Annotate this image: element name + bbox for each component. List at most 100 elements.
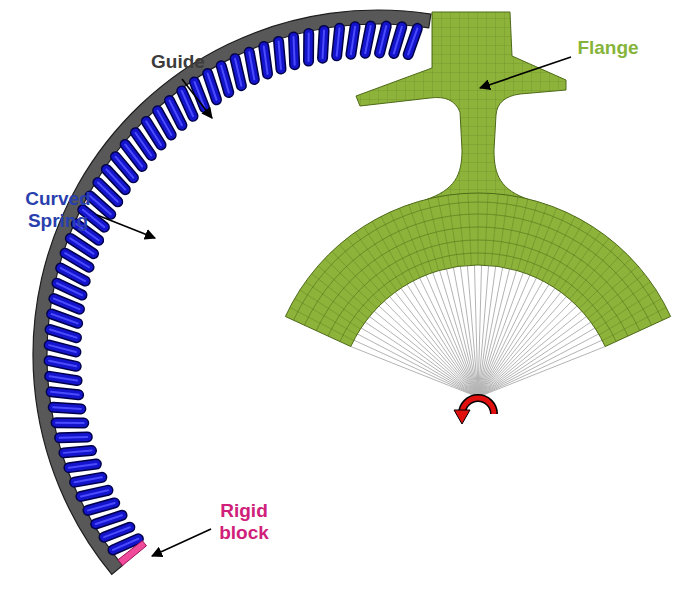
spring-coil — [351, 27, 355, 54]
mesh-line — [458, 194, 465, 266]
leader-arrow — [97, 215, 155, 238]
mesh-line — [364, 227, 403, 288]
spring-coil — [115, 157, 133, 178]
spring-coil — [351, 27, 355, 54]
spring-coil — [50, 376, 77, 380]
spring-coil — [49, 361, 76, 367]
mesh-line — [602, 307, 666, 340]
spring-coil — [380, 26, 387, 53]
leader-arrow — [480, 57, 571, 88]
spring-coil — [249, 52, 254, 79]
spring-coil — [337, 28, 340, 56]
hub-line — [420, 278, 478, 397]
spring-coil — [61, 268, 86, 281]
hub-line — [467, 265, 478, 397]
spring-coil — [69, 464, 96, 468]
rigid-block — [118, 541, 146, 566]
hub-line — [401, 288, 478, 397]
mesh-line — [340, 253, 616, 342]
spring-coil — [104, 527, 130, 537]
spring-coil — [53, 407, 81, 409]
spring-coil — [208, 74, 217, 100]
leader-arrow — [152, 529, 211, 556]
spring-coil — [57, 283, 82, 295]
spring-coil — [249, 52, 254, 79]
hub-line — [439, 270, 478, 397]
spring-coil — [104, 527, 130, 537]
spring-coil — [135, 133, 151, 156]
spring-coil — [75, 477, 102, 482]
hub-line — [478, 301, 572, 397]
part-label: Guide — [138, 51, 218, 73]
spring-coil — [54, 299, 80, 310]
spring-coil — [69, 464, 96, 468]
hub-line — [478, 278, 536, 397]
spring-coil — [98, 182, 118, 201]
guide — [33, 10, 431, 574]
spring-coil — [323, 30, 325, 58]
spring-coil — [61, 268, 86, 281]
mesh-line — [409, 205, 433, 273]
hub-line — [478, 311, 582, 397]
mesh-line — [524, 205, 548, 273]
hub-line — [354, 340, 478, 397]
mesh-line — [355, 232, 397, 291]
spring-coil — [75, 477, 102, 482]
spring-coil — [52, 314, 78, 323]
mesh-line — [304, 214, 651, 325]
spring-coil — [194, 82, 204, 108]
spring-coil — [294, 37, 295, 65]
spring-coil — [52, 314, 78, 323]
hub-line — [478, 340, 602, 397]
spring-coil — [208, 74, 217, 100]
hub-line — [390, 296, 478, 397]
spring-coil — [98, 182, 118, 201]
hub-line — [413, 281, 478, 397]
mesh-line — [290, 307, 354, 340]
rotation-arrowhead — [454, 410, 470, 424]
spring-coil — [158, 111, 172, 135]
mesh-line — [381, 216, 414, 280]
mesh-line — [596, 290, 656, 329]
hub-line — [478, 284, 549, 397]
spring-coil — [294, 37, 295, 65]
mesh-line — [485, 193, 488, 265]
mesh-line — [592, 282, 651, 324]
spring-coil — [70, 238, 93, 253]
spring-coil — [52, 314, 78, 323]
spring-coil — [54, 299, 80, 310]
spring-coil — [90, 196, 111, 214]
spring-coil — [90, 196, 111, 214]
hub-line — [478, 306, 577, 397]
spring-coil — [75, 477, 102, 482]
spring-coil — [365, 26, 370, 53]
spring-coil — [380, 26, 387, 53]
spring-coil — [96, 515, 122, 524]
spring-coil — [380, 26, 387, 53]
spring-coil — [194, 82, 204, 108]
spring-coil — [169, 101, 181, 126]
spring-coil — [408, 28, 417, 54]
spring-coil — [279, 41, 281, 69]
spring-coil — [249, 52, 254, 79]
spring-coil — [60, 431, 88, 443]
spring-coil — [351, 27, 355, 54]
spring-coil — [51, 392, 79, 395]
spring-coil — [64, 451, 92, 453]
spring-coil — [88, 503, 115, 510]
spring-coil — [56, 422, 84, 424]
spring-coil — [81, 490, 108, 496]
spring-coil — [50, 330, 77, 338]
leader-arrow — [182, 79, 212, 118]
spring-coil — [49, 345, 76, 352]
spring-coil — [323, 30, 325, 58]
mesh-line — [316, 227, 639, 331]
hub-line — [478, 347, 605, 397]
spring-coil — [146, 121, 161, 144]
spring-coil — [104, 527, 130, 537]
spring-coil — [96, 515, 122, 524]
spring-coil — [408, 28, 417, 54]
spring-coil — [125, 144, 142, 166]
spring-coil — [65, 253, 89, 267]
spring-coil — [182, 91, 193, 116]
